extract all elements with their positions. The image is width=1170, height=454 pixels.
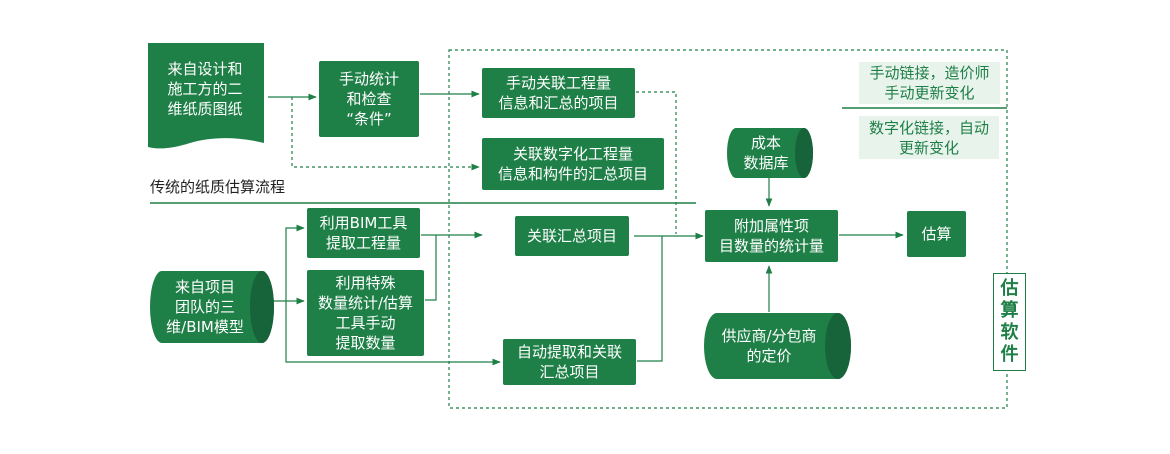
arrow-auto-extract-to-attach — [637, 236, 663, 362]
arrow-special-tool-to-link-summary — [425, 235, 437, 301]
arrow-model-to-auto-extract — [285, 301, 501, 366]
link-summary-box: 关联汇总项目 — [515, 216, 629, 256]
supplier-cylinder-cap — [825, 313, 851, 379]
traditional-process-label: 传统的纸质估算流程 — [150, 178, 286, 196]
arrow-model-to-bim-tool — [285, 224, 305, 301]
estimating-software-boundary — [448, 49, 1008, 409]
legend-manual-link: 手动链接，造价师 手动更新变化 — [859, 62, 1000, 104]
drawings-source-label: 来自设计和 施工方的二 维纸质图纸 — [167, 60, 243, 118]
drawings-document-shape — [148, 43, 264, 149]
estimate-box: 估算 — [907, 211, 966, 257]
manual-check-box: 手动统计 和检查 “条件” — [319, 61, 419, 137]
special-tool-box: 利用特殊 数量统计/估算 工具手动 提取数量 — [307, 270, 424, 356]
digital-link-box: 关联数字化工程量 信息和构件的汇总项目 — [482, 138, 664, 190]
bim-tool-box: 利用BIM工具 提取工程量 — [307, 208, 420, 258]
cost-database-label: 成本 数据库 — [743, 134, 789, 172]
attach-quantity-box: 附加属性项 目数量的统计量 — [705, 210, 838, 262]
cost-db-cylinder-cap — [795, 128, 813, 178]
auto-extract-box: 自动提取和关联 汇总项目 — [503, 339, 636, 385]
estimating-software-label: 估 算 软 件 — [993, 273, 1026, 371]
cost-db-cylinder-shape — [727, 128, 813, 178]
model-cylinder-cap — [250, 271, 274, 343]
arrow-manual-link-to-attach — [636, 91, 677, 234]
arrow-drawings-to-digital-link — [291, 97, 480, 171]
legend-digital-link: 数字化链接，自动 更新变化 — [859, 116, 999, 159]
model-source-label: 来自项目 团队的三 维/BIM模型 — [166, 278, 244, 336]
supplier-cylinder-shape — [704, 313, 851, 379]
model-cylinder-shape — [150, 271, 274, 343]
supplier-pricing-label: 供应商/分包商 的定价 — [721, 327, 817, 365]
manual-link-box: 手动关联工程量 信息和汇总的项目 — [482, 68, 635, 118]
